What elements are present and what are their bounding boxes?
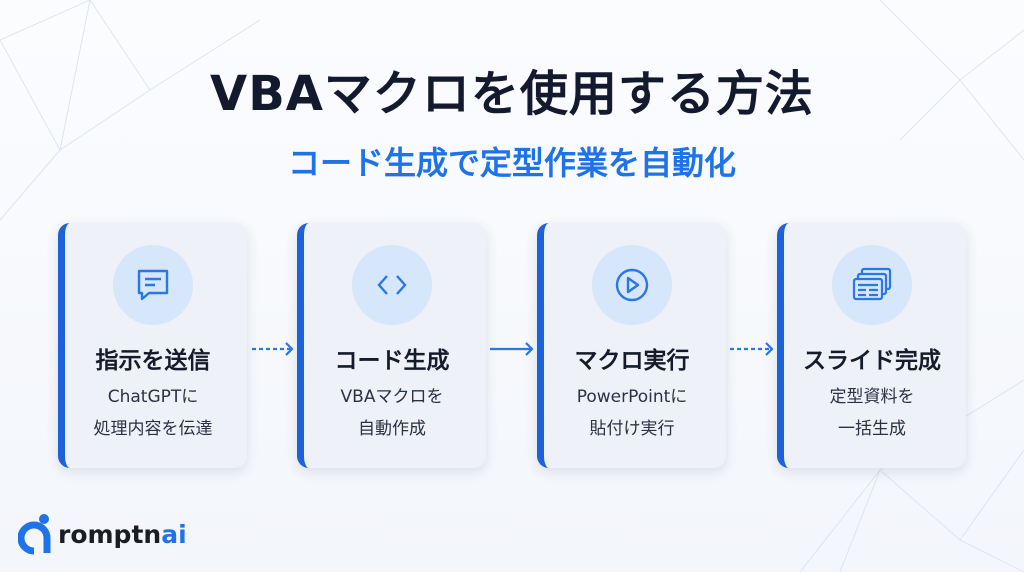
chat-icon [113, 245, 193, 325]
solid-arrow [490, 342, 534, 356]
step-description: 処理内容を伝達 [93, 419, 213, 439]
logo-mark-icon [18, 514, 51, 555]
step-card-run-macro: マクロ実行 PowerPointに貼付け実行 [537, 223, 726, 468]
dotted-arrow [730, 342, 774, 356]
step-title: スライド完成 [803, 348, 941, 374]
step-card-send-instruction: 指示を送信 ChatGPTに処理内容を伝達 [58, 223, 247, 468]
step-card-code-generation: コード生成 VBAマクロを自動作成 [297, 223, 486, 468]
page-subtitle: コード生成で定型作業を自動化 [287, 144, 736, 182]
step-title: コード生成 [334, 348, 450, 374]
logo-text: romptn [58, 519, 162, 549]
dotted-arrow [252, 342, 294, 356]
logo-text-accent: ai [161, 519, 187, 549]
step-card-slides-complete: スライド完成 定型資料を一括生成 [777, 223, 966, 468]
page-title: VBAマクロを使用する方法 [210, 66, 814, 122]
step-description: PowerPointに [576, 387, 688, 407]
play-icon [592, 245, 672, 325]
step-title: 指示を送信 [95, 348, 211, 374]
step-description: VBAマクロを [340, 387, 444, 407]
code-icon [352, 245, 432, 325]
step-description: 一括生成 [838, 419, 906, 439]
step-description: 定型資料を [829, 387, 915, 407]
step-description: 自動作成 [358, 419, 426, 439]
step-description: 貼付け実行 [589, 419, 675, 439]
slides-icon [832, 245, 912, 325]
step-title: マクロ実行 [574, 348, 690, 374]
step-description: ChatGPTに [107, 387, 199, 407]
